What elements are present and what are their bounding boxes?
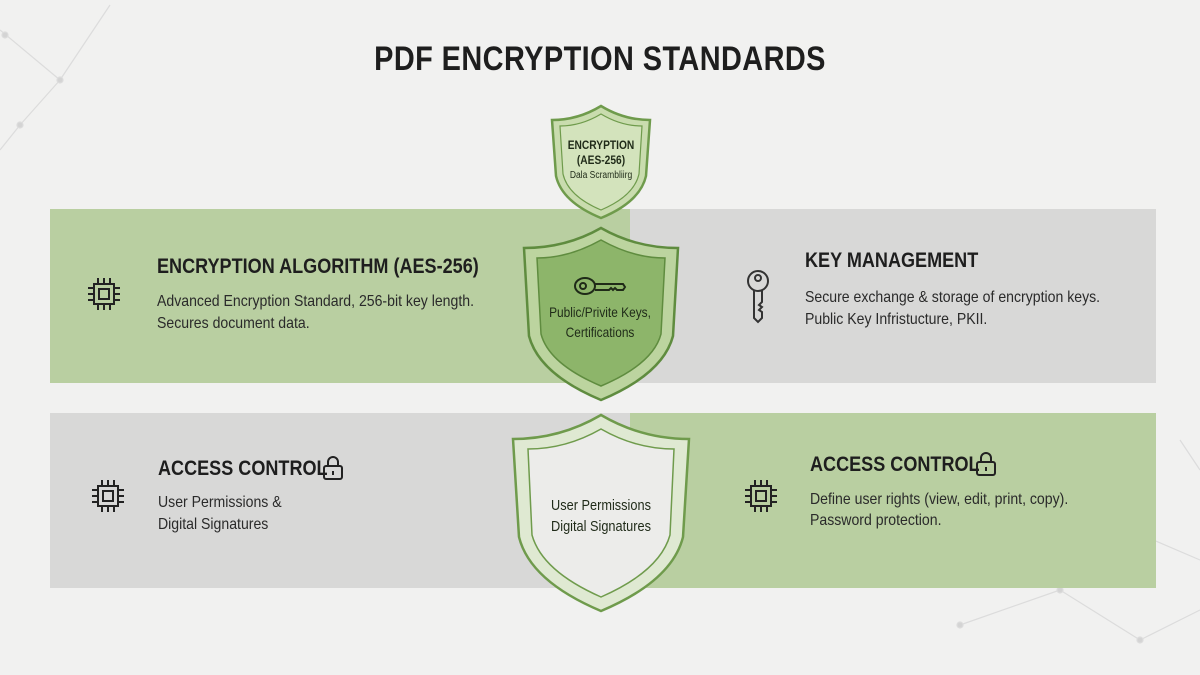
top-shield <box>550 104 652 220</box>
panel-heading: KEY MANAGEMENT <box>805 249 979 272</box>
shield-line: Dala Scrambliirg <box>569 170 633 181</box>
key-icon <box>574 277 627 295</box>
middle-shield-label: Public/Privite Keys, Certifications <box>541 302 660 342</box>
key-icon <box>747 270 769 324</box>
chip-icon <box>745 480 777 512</box>
panel-description-line: Define user rights (view, edit, print, c… <box>810 491 1069 508</box>
panel-description-line: Advanced Encryption Standard, 256-bit ke… <box>157 293 475 310</box>
panel-heading: ENCRYPTION ALGORITHM (AES-256) <box>157 255 479 278</box>
panel-heading: ACCESS CONTROL <box>810 453 980 476</box>
shield-line: Public/Privite Keys, <box>549 304 651 320</box>
panel-access-control-right <box>630 413 1156 588</box>
top-shield-label: ENCRYPTION (AES-256) Dala Scrambliirg <box>558 138 645 183</box>
panel-heading: ACCESS CONTROL <box>158 457 328 480</box>
page-title: PDF ENCRYPTION STANDARDS <box>374 40 826 78</box>
shield-line: User Permissions <box>551 497 651 514</box>
panel-key-management <box>630 209 1156 383</box>
panel-description-line: Digital Signatures <box>158 516 269 533</box>
chip-icon <box>88 278 120 310</box>
chip-icon <box>92 480 124 512</box>
lock-icon <box>976 452 996 476</box>
panel-description-line: User Permissions & <box>158 494 282 511</box>
bottom-shield <box>511 413 691 613</box>
middle-shield <box>522 226 680 402</box>
panel-description-line: Secures document data. <box>157 315 310 332</box>
shield-line: (AES-256) <box>576 153 626 167</box>
panel-description-line: Public Key Infristucture, PKII. <box>805 311 988 328</box>
panel-description-line: Secure exchange & storage of encryption … <box>805 289 1101 306</box>
panel-description-line: Password protection. <box>810 512 942 529</box>
shield-line: ENCRYPTION <box>567 138 635 152</box>
shield-line: Certifications <box>565 324 635 340</box>
bottom-shield-label: User Permissions Digital Signatures <box>542 495 661 537</box>
shield-line: Digital Signatures <box>551 518 651 535</box>
lock-icon <box>323 456 343 480</box>
